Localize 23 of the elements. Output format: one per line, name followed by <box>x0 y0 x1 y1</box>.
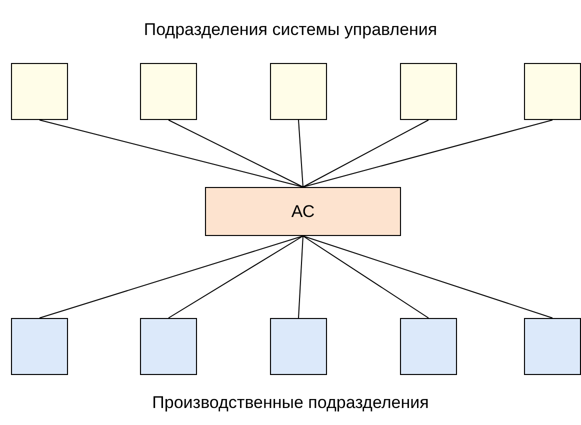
connector-line <box>168 120 304 188</box>
diagram-caption: Производственные подразделения <box>151 393 430 413</box>
connector-line <box>39 120 304 188</box>
connector-line <box>168 236 304 318</box>
empty-box <box>270 63 327 120</box>
empty-box <box>140 318 197 375</box>
empty-box <box>400 63 457 120</box>
empty-box <box>524 63 581 120</box>
connector-line <box>302 120 553 188</box>
connector-line <box>39 236 304 318</box>
empty-box <box>400 318 457 375</box>
empty-box <box>524 318 581 375</box>
process-box: АС <box>205 187 401 236</box>
empty-box <box>140 63 197 120</box>
connector-line <box>298 120 304 188</box>
empty-box <box>270 318 327 375</box>
connector-line <box>302 236 429 318</box>
connector-line <box>298 236 304 318</box>
empty-box <box>11 63 68 120</box>
connector-line <box>302 236 553 318</box>
diagram-title: Подразделения системы управления <box>142 20 438 40</box>
empty-box <box>11 318 68 375</box>
connector-line <box>302 120 429 188</box>
